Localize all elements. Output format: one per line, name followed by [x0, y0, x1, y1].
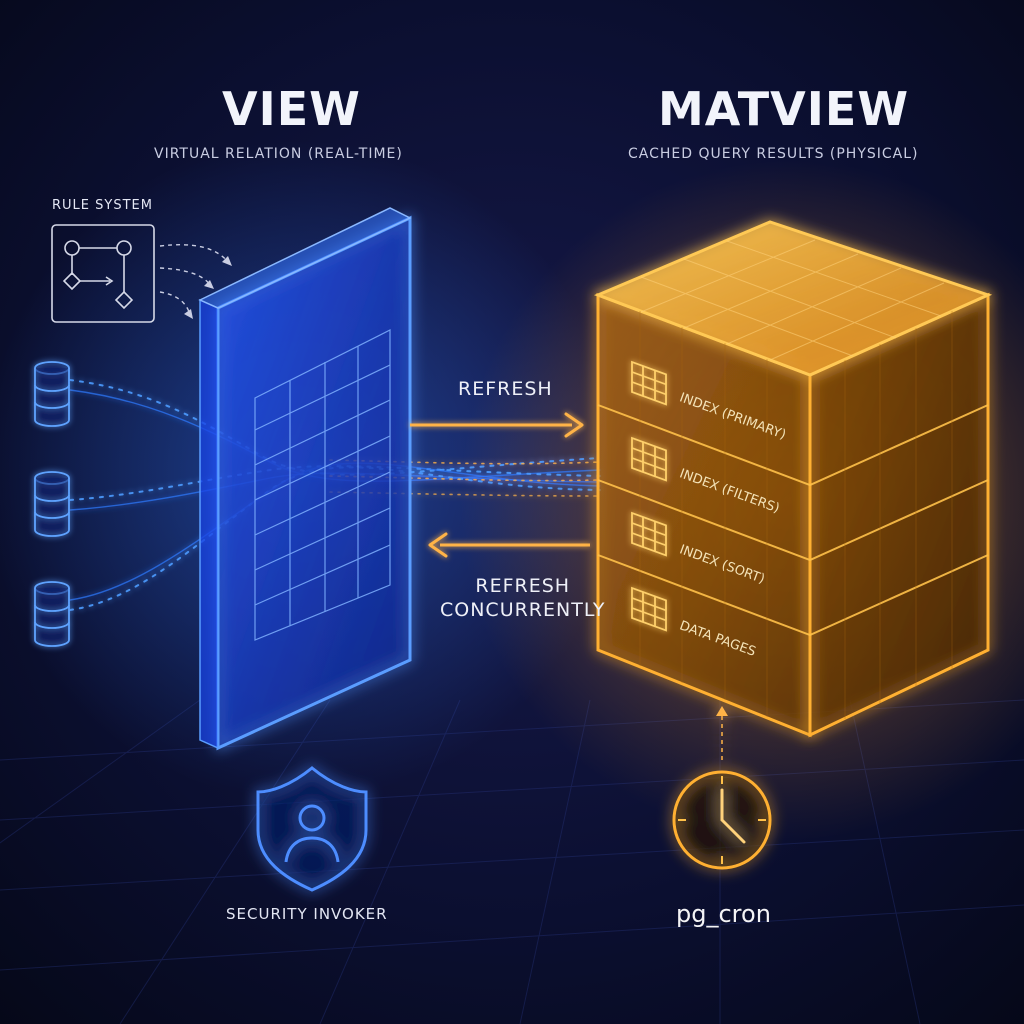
- matview-subtitle: CACHED QUERY RESULTS (PHYSICAL): [628, 146, 919, 162]
- pg-cron-label: pg_cron: [676, 900, 771, 928]
- shield-user-icon: [256, 766, 368, 892]
- view-title: VIEW: [222, 82, 361, 136]
- rule-system-label: RULE SYSTEM: [52, 198, 153, 213]
- security-invoker-label: SECURITY INVOKER: [226, 905, 388, 923]
- grid-icon: [631, 360, 667, 632]
- refresh-concurrently-label: REFRESH CONCURRENTLY: [440, 574, 606, 622]
- view-subtitle: VIRTUAL RELATION (REAL-TIME): [154, 146, 403, 162]
- clock-icon: [672, 705, 772, 870]
- refresh-concurrently-arrow: [428, 532, 590, 558]
- database-icon: [34, 361, 70, 647]
- view-panel: [198, 207, 412, 751]
- refresh-arrow: [410, 412, 584, 438]
- matview-title: MATVIEW: [658, 82, 910, 136]
- refresh-concurrently-line1: REFRESH: [475, 575, 571, 597]
- matview-cube: [593, 220, 993, 738]
- refresh-concurrently-line2: CONCURRENTLY: [440, 599, 606, 621]
- refresh-label: REFRESH: [458, 378, 553, 400]
- rule-arrow-heads: [184, 256, 232, 319]
- flowchart-icon: [51, 224, 155, 323]
